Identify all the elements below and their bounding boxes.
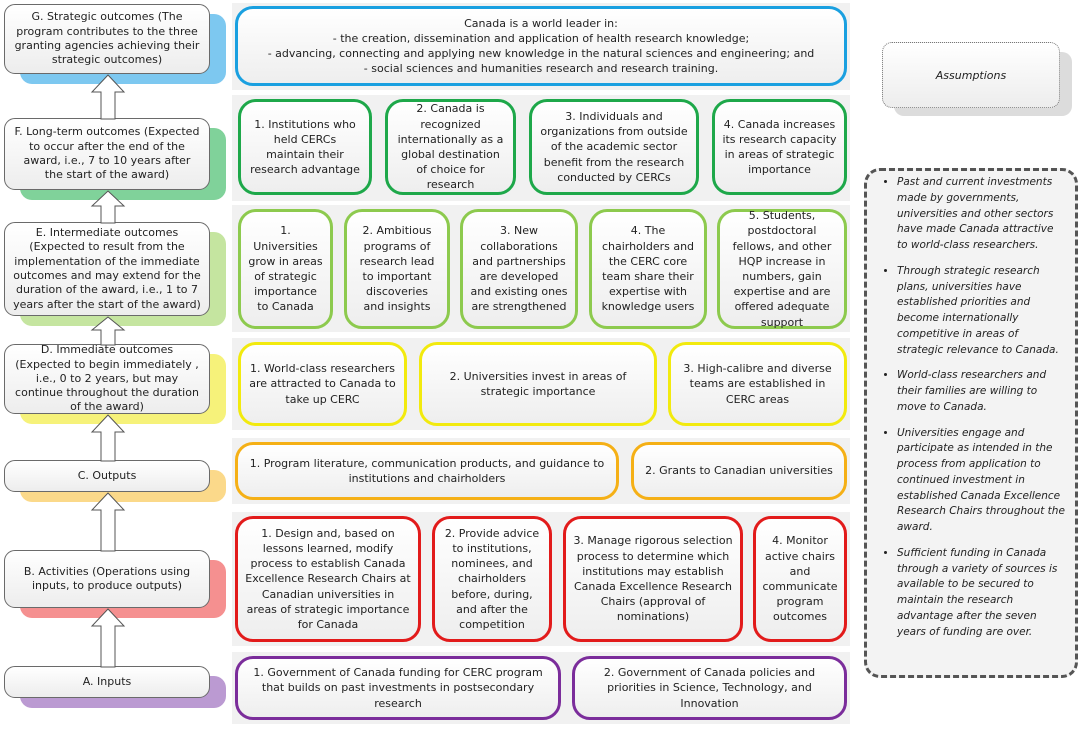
activity-4: 4. Monitor active chairs and communicate… [753,516,847,642]
level-label-strategic: G. Strategic outcomes (The program contr… [4,4,210,74]
strategic-line-2: - the creation, dissemination and applic… [332,31,750,45]
activity-2: 2. Provide advice to institutions, nomin… [432,516,552,642]
up-arrow-icon [90,190,126,224]
strategic-line-1: Canada is a world leader in: [464,16,618,30]
input-1: 1. Government of Canada funding for CERC… [235,656,561,720]
assumptions-list: Past and current investments made by gov… [864,168,1078,678]
intermediate-outcome-3: 3. New collaborations and partnerships a… [460,209,578,329]
level-label-intermediate: E. Intermediate outcomes (Expected to re… [4,222,210,316]
strategic-outcome-box: Canada is a world leader in: - the creat… [235,6,847,86]
up-arrow-icon [90,316,126,346]
up-arrow-icon [90,414,126,462]
assumption-item-5: Sufficient funding in Canada through a v… [897,546,1067,641]
intermediate-outcome-4: 4. The chairholders and the CERC core te… [589,209,707,329]
up-arrow-icon [90,608,126,668]
assumption-item-4: Universities engage and participate as i… [897,426,1067,536]
immediate-outcome-2: 2. Universities invest in areas of strat… [419,342,657,426]
assumption-item-2: Through strategic research plans, univer… [897,264,1067,359]
output-1: 1. Program literature, communication pro… [235,442,619,500]
activity-1: 1. Design and, based on lessons learned,… [235,516,421,642]
long-term-outcome-4: 4. Canada increases its research capacit… [712,99,847,195]
input-2: 2. Government of Canada policies and pri… [572,656,847,720]
immediate-outcome-3: 3. High-calibre and diverse teams are es… [668,342,847,426]
intermediate-outcome-1: 1. Universities grow in areas of strateg… [238,209,333,329]
level-label-immediate: D. Immediate outcomes (Expected to begin… [4,343,210,414]
long-term-outcome-2: 2. Canada is recognized internationally … [385,99,516,195]
level-label-activities: B. Activities (Operations using inputs, … [4,550,210,608]
intermediate-outcome-2: 2. Ambitious programs of research lead t… [344,209,450,329]
output-2: 2. Grants to Canadian universities [631,442,847,500]
level-label-long-term: F. Long-term outcomes (Expected to occur… [4,118,210,190]
strategic-line-3: - advancing, connecting and applying new… [267,47,815,60]
up-arrow-icon [90,74,126,120]
intermediate-outcome-5: 5. Students, postdoctoral fellows, and o… [717,209,847,329]
level-label-inputs: A. Inputs [4,666,210,698]
strategic-line-4: - social sciences and humanities researc… [363,62,719,76]
activity-3: 3. Manage rigorous selection process to … [563,516,743,642]
assumption-item-3: World-class researchers and their famili… [897,368,1067,415]
long-term-outcome-1: 1. Institutions who held CERCs maintain … [238,99,372,195]
up-arrow-icon [90,492,126,552]
level-label-outputs: C. Outputs [4,460,210,492]
immediate-outcome-1: 1. World-class researchers are attracted… [238,342,407,426]
assumptions-title: Assumptions [882,42,1060,108]
assumption-item-1: Past and current investments made by gov… [897,175,1067,254]
long-term-outcome-3: 3. Individuals and organizations from ou… [529,99,699,195]
